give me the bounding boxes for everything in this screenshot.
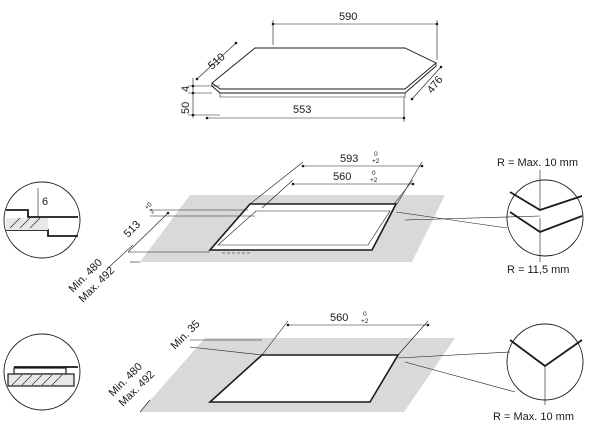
radius-top-label: R = Max. 10 mm <box>497 157 578 169</box>
svg-text:0: 0 <box>372 170 376 177</box>
radius-bottom-label: R = 11,5 mm <box>507 264 569 276</box>
hob-glass-top <box>211 47 437 90</box>
detail-circle-surface-profile <box>3 333 81 411</box>
svg-text:0: 0 <box>363 311 367 318</box>
detail-circle-flush-radius <box>506 179 584 257</box>
dim-base-depth-label: 476 <box>425 74 446 96</box>
flush-edge-profile: 6 <box>3 181 81 259</box>
cutout-flush-inner <box>217 210 391 246</box>
svg-text:2: 2 <box>148 208 156 216</box>
flush-mount-drawing: 593 0 +2 560 0 +2 513 +0 2 Min. 480 Max.… <box>67 151 541 305</box>
dim-flush-depth-label: 513 <box>122 219 143 240</box>
hob-drawing: 590 510 4 50 553 476 <box>180 11 446 122</box>
radius-outer-corner <box>509 191 583 211</box>
flush-radius-detail: R = Max. 10 mm R = 11,5 mm <box>497 157 584 276</box>
svg-text:+2: +2 <box>370 177 378 184</box>
dim-width-label: 590 <box>339 11 357 23</box>
detail-circle-flush-profile <box>3 181 81 259</box>
dim-depth-label: 510 <box>206 51 228 72</box>
hob-glass-edge <box>211 63 437 94</box>
rebate-profile <box>6 209 78 218</box>
surface-radius-corner <box>509 339 583 368</box>
dim-flush-inner-label: 560 <box>333 171 351 183</box>
dim-line-510 <box>196 42 237 80</box>
rebate-depth-label: 6 <box>42 196 48 208</box>
svg-text:+0: +0 <box>143 201 153 211</box>
svg-text:+2: +2 <box>372 158 380 165</box>
surface-mount-drawing: 560 0 +2 Min. 35 Min. 480 Max. 492 <box>107 311 516 413</box>
surface-edge-profile <box>3 333 81 411</box>
surface-radius-detail: R = Max. 10 mm <box>493 323 584 423</box>
cutout-flush-outer <box>208 203 398 251</box>
dim-line-476 <box>411 66 442 100</box>
dim-thickness-label: 4 <box>180 86 192 92</box>
svg-text:+2: +2 <box>361 318 369 325</box>
dim-flush-outer-label: 593 <box>340 153 358 165</box>
cutout-surface <box>207 354 400 403</box>
svg-text:0: 0 <box>374 151 378 158</box>
dim-surface-width-label: 560 <box>330 312 348 324</box>
radius-inner-corner <box>509 211 583 234</box>
dim-base-width-label: 553 <box>293 104 311 116</box>
dim-height-label: 50 <box>180 102 192 114</box>
hob-base <box>219 93 406 98</box>
dim-line-513 <box>127 212 169 253</box>
surface-radius-label: R = Max. 10 mm <box>493 411 574 423</box>
